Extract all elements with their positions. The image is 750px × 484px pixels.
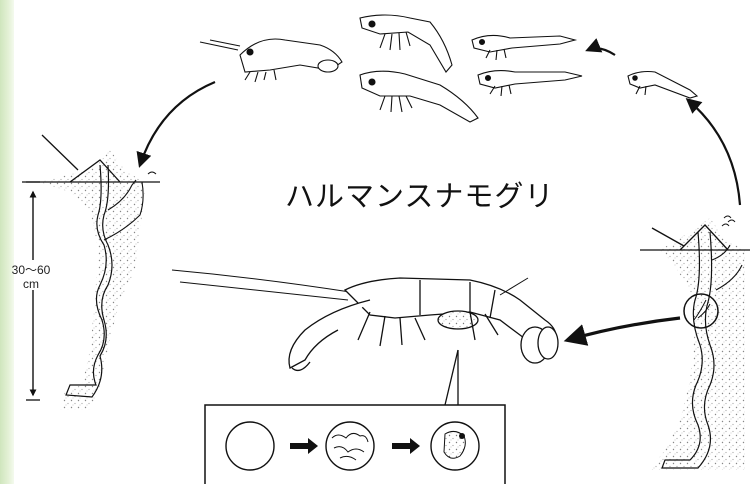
depth-unit: cm bbox=[8, 277, 54, 291]
egg-development bbox=[205, 350, 505, 484]
egg-stage-1 bbox=[226, 422, 274, 470]
pointer-line bbox=[652, 228, 684, 246]
burrow-right bbox=[640, 216, 750, 470]
diagram-title: ハルマンスナモグリ bbox=[285, 173, 554, 215]
adult-shrimp bbox=[172, 270, 558, 370]
depth-value: 30〜60 bbox=[8, 263, 54, 277]
depth-label: 30〜60 cm bbox=[8, 263, 54, 291]
arrow-larva-stage bbox=[588, 48, 615, 55]
larva-zoea-4 bbox=[478, 71, 582, 96]
larva-zoea-1 bbox=[360, 15, 452, 72]
arrow-burrow-to-larva bbox=[688, 100, 740, 205]
larva-zoea-5 bbox=[628, 72, 697, 99]
larva-zoea-3 bbox=[472, 35, 575, 60]
larva-zoea-2 bbox=[360, 71, 478, 122]
egg-stage-2 bbox=[326, 422, 374, 470]
arrow-to-adult bbox=[568, 318, 680, 340]
larva-post bbox=[200, 39, 342, 82]
pointer-line bbox=[42, 135, 78, 170]
arrow-larva-to-burrow bbox=[140, 82, 215, 165]
